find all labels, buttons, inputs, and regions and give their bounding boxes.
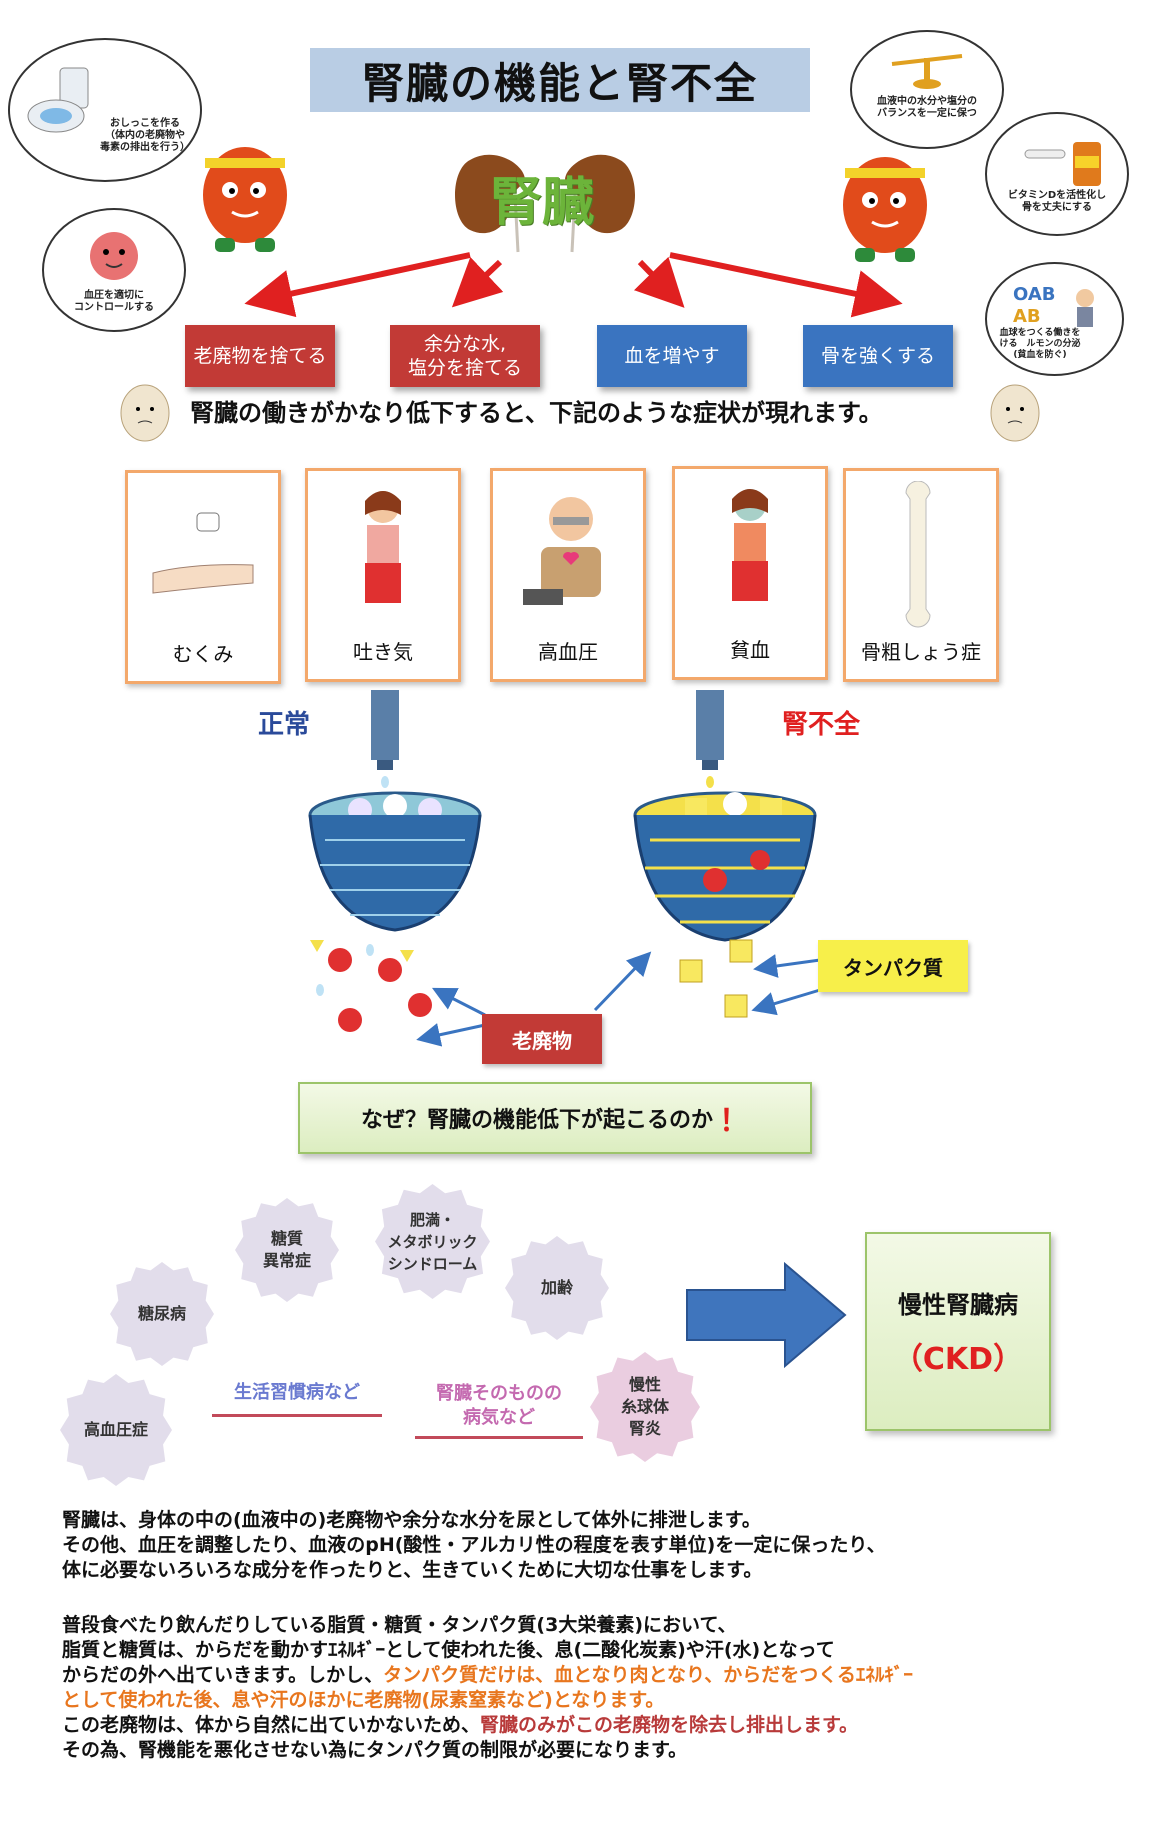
ckd-box: 慢性腎臓病 （CKD）: [865, 1232, 1051, 1431]
function-blood-button: 血を増やす: [597, 325, 747, 387]
cause-hypertension-label: 高血圧症: [83, 1420, 148, 1439]
symptom-anemia-label: 貧血: [730, 638, 770, 662]
bubble-urine-text: おしっこを作る （体内の老廃物や 毒素の排出を行う）: [100, 118, 190, 153]
tired-kidney-right: [990, 384, 1040, 442]
symptom-nausea-label: 吐き気: [353, 640, 413, 664]
cause-dyslipidemia-label: 糖質 異常症: [262, 1229, 311, 1270]
tired-kidney-left: [120, 384, 170, 442]
symptom-hypertension-label: 高血圧: [538, 640, 598, 664]
bubble-vitamin: ビタミンDを活性化し 骨を丈夫にする: [985, 112, 1129, 236]
bubble-balance-text: 血液中の水分や塩分の バランスを一定に保つ: [877, 96, 977, 119]
symptom-card-hypertension: 高血圧: [490, 468, 646, 682]
scale-icon: [891, 54, 963, 89]
paragraph-2-line-3a: からだの外へ出ていきます。しかし、: [62, 1664, 384, 1686]
bubble-heart: 血圧を適切に コントロールする: [42, 208, 186, 332]
paragraph-2-line-5a: この老廃物は、体から自然に出ていかないため、: [62, 1714, 481, 1736]
function-water-button: 余分な水, 塩分を捨てる: [390, 325, 540, 387]
paragraph-2-line-3: からだの外へ出ていきます。しかし、タンパク質だけは、血となり肉となり、からだをつ…: [62, 1663, 913, 1688]
symptom-edema-label: むくみ: [172, 642, 234, 666]
normal-label: 正常: [258, 710, 311, 740]
paragraph-2-line-1: 普段食べたり飲んだりしている脂質・糖質・タンパク質(3大栄養素)において、: [62, 1614, 737, 1636]
function-arrows: [244, 252, 903, 318]
basket-normal-icon: [308, 791, 482, 932]
paragraph-2-line-6: その為、腎機能を悪化させない為にタンパク質の制限が必要になります。: [62, 1739, 688, 1761]
cause-glomerulonephritis: 慢性 糸球体 腎炎: [590, 1352, 700, 1462]
vitamin-bottle-icon: [1024, 142, 1101, 186]
why-text: なぜ？腎臓の機能低下が起こるのか: [360, 1108, 713, 1133]
function-blood-label: 血を増やす: [624, 345, 720, 367]
bubble-vitamin-text: ビタミンDを活性化し 骨を丈夫にする: [1007, 190, 1107, 213]
failure-label: 腎不全: [782, 710, 861, 740]
function-bone-label: 骨を強くする: [820, 345, 935, 367]
protein-label: タンパク質: [818, 940, 968, 992]
faucet-failure-icon: [696, 690, 724, 788]
paragraph-1-line-2: その他、血圧を調整したり、血液のpH(酸性・アルカリ性の程度を表す単位)を一定に…: [62, 1534, 886, 1556]
edema-icon: [152, 512, 254, 594]
group-kidney-label: 腎臓そのものの 病気など: [415, 1382, 583, 1439]
why-box: なぜ？腎臓の機能低下が起こるのか！: [298, 1082, 812, 1154]
protein-particles-failure: [679, 939, 753, 1018]
symptom-osteoporosis-label: 骨粗しょう症: [861, 640, 981, 664]
basket-failure-icon: [633, 791, 817, 942]
bubble-urine: おしっこを作る （体内の老廃物や 毒素の排出を行う）: [8, 38, 202, 182]
function-waste-button: 老廃物を捨てる: [185, 325, 335, 387]
paragraph-1-line-1: 腎臓は、身体の中の(血液中の)老廃物や余分な水分を尿として体外に排泄します。: [62, 1509, 761, 1531]
function-bone-button: 骨を強くする: [803, 325, 953, 387]
cause-aging: 加齢: [505, 1236, 609, 1340]
kidney-illustration: [455, 154, 635, 253]
paragraph-2-line-5b: 腎臓のみがこの老廃物を除去し排出します。: [480, 1714, 859, 1736]
paragraph-2-line-5: この老廃物は、体から自然に出ていかないため、腎臓のみがこの老廃物を除去し排出しま…: [62, 1713, 913, 1738]
cause-dyslipidemia: 糖質 異常症: [235, 1198, 339, 1302]
kidney-mascot-left: [203, 147, 287, 252]
function-water-label: 余分な水, 塩分を捨てる: [407, 333, 522, 379]
kidney-label: 腎臓: [490, 173, 595, 233]
ckd-abbr: （CKD）: [892, 1342, 1024, 1377]
bone-icon: [905, 481, 931, 628]
cause-diabetes-label: 糖尿病: [137, 1304, 186, 1323]
bubble-heart-text: 血圧を適切に コントロールする: [74, 290, 154, 313]
cause-metabolic-label: 肥満・ メタボリック シンドローム: [387, 1210, 478, 1273]
cause-aging-label: 加齢: [540, 1278, 573, 1297]
anemia-icon: [732, 489, 768, 601]
cause-glomerulonephritis-label: 慢性 糸球体 腎炎: [620, 1375, 669, 1438]
ckd-title: 慢性腎臓病: [898, 1291, 1018, 1319]
symptom-card-edema: むくみ: [125, 470, 281, 684]
heart-icon: [90, 232, 138, 280]
waste-label: 老廃物: [482, 1014, 602, 1064]
paragraph-2-line-2: 脂質と糖質は、からだを動かすｴﾈﾙｷﾞｰとして使われた後、息(二酸化炭素)や汗(…: [62, 1639, 835, 1661]
symptom-card-osteoporosis: 骨粗しょう症: [843, 468, 999, 682]
hypertension-icon: [523, 497, 601, 605]
paragraph-1-line-3: 体に必要ないろいろな成分を作ったりと、生きていくために大切な仕事をします。: [62, 1559, 763, 1581]
faucet-normal-icon: [371, 690, 399, 788]
symptom-card-nausea: 吐き気: [305, 468, 461, 682]
blood-type-icon: OAB AB: [1013, 284, 1094, 327]
bubble-balance: 血液中の水分や塩分の バランスを一定に保つ: [850, 30, 1004, 149]
group-lifestyle-label: 生活習慣病など: [212, 1378, 382, 1417]
nausea-icon: [365, 491, 401, 603]
paragraph-2-line-3b: タンパク質だけは、血となり肉となり、からだをつくるｴﾈﾙｷﾞｰ: [383, 1664, 913, 1686]
paragraph-1: 腎臓は、身体の中の(血液中の)老廃物や余分な水分を尿として体外に排泄します。 そ…: [62, 1508, 886, 1583]
page-title: 腎臓の機能と腎不全: [310, 48, 810, 112]
cause-hypertension: 高血圧症: [60, 1374, 172, 1486]
kidney-mascot-right: [843, 157, 927, 262]
function-waste-label: 老廃物を捨てる: [193, 345, 327, 367]
big-arrow-right-icon: [686, 1261, 847, 1369]
paragraph-2: 普段食べたり飲んだりしている脂質・糖質・タンパク質(3大栄養素)において、 脂質…: [62, 1613, 913, 1763]
symptom-lead-text: 腎臓の働きがかなり低下すると、下記のような症状が現れます。: [190, 399, 883, 427]
cause-metabolic: 肥満・ メタボリック シンドローム: [375, 1184, 490, 1299]
waste-particles-normal: [310, 940, 432, 1032]
cause-diabetes: 糖尿病: [110, 1262, 214, 1366]
symptom-card-anemia: 貧血: [672, 466, 828, 680]
flow-arrows: [416, 951, 821, 1047]
svg-text:AB: AB: [1013, 306, 1041, 327]
svg-text:OAB: OAB: [1013, 284, 1055, 305]
bubble-blood: OAB AB 血球をつくる働きを ける ルモンの分泌 (貧血を防ぐ): [985, 262, 1124, 376]
paragraph-2-line-4: として使われた後、息や汗のほかに老廃物(尿素窒素など)となります。: [62, 1689, 665, 1711]
why-exclamation: ！: [719, 1104, 749, 1139]
bubble-blood-text: 血球をつくる働きを ける ルモンの分泌 (貧血を防ぐ): [999, 328, 1081, 360]
toilet-icon: [27, 67, 89, 133]
